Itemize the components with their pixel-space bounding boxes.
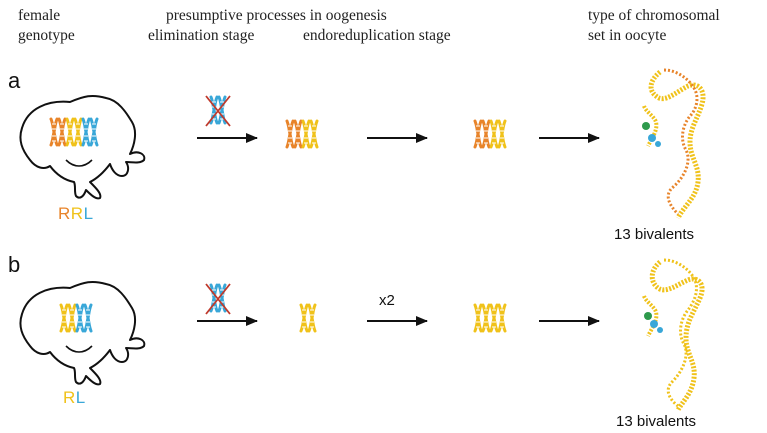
row-b-bivalent-green-mark: [644, 312, 652, 320]
row-a-bivalents-label: 13 bivalents: [614, 226, 695, 243]
processes-header: presumptive processes in oogenesis: [166, 7, 387, 24]
row-b-bivalent-blue-mark-2: [657, 327, 663, 333]
row-b-genotype-letter-2: L: [75, 388, 86, 407]
oocyte-set-header-line2: set in oocyte: [588, 27, 667, 44]
row-b-genotype-letter-1: R: [63, 388, 76, 407]
row-a-bivalent-green-mark: [642, 122, 650, 130]
row-b-lampbrush-bivalents: [642, 258, 705, 412]
elimination-stage-header: elimination stage: [148, 27, 255, 44]
row-b-post-endoreduplication-chromosomes: [473, 303, 507, 333]
row-a-bivalent-blue-mark: [648, 134, 656, 142]
row-a-genotype-letter-1: R: [58, 204, 71, 223]
row-a-frog-outline: [19, 94, 146, 200]
row-b-label: b: [8, 252, 21, 277]
row-a-label: a: [8, 68, 21, 93]
female-genotype-header-line2: genotype: [18, 27, 75, 44]
row-a-eliminated-chromosome: [205, 95, 231, 127]
female-genotype-header-line1: female: [18, 7, 61, 24]
row-a-bivalent-blue-mark-2: [655, 141, 661, 147]
female-genotype-header: female genotype: [18, 6, 75, 46]
row-a-genotype: RRL: [58, 204, 94, 224]
row-a-lampbrush-bivalents: [642, 68, 706, 220]
row-b-bivalent-blue-mark: [650, 320, 658, 328]
endoreduplication-stage-header: endoreduplication stage: [303, 27, 451, 44]
row-a-genotype-letter-3: L: [83, 204, 94, 223]
row-a-cross-line-2: [205, 95, 231, 127]
row-b-bivalents-label: 13 bivalents: [616, 413, 697, 430]
oocyte-set-header-line1: type of chromosomal: [588, 7, 720, 24]
row-a-genotype-letter-2: R: [70, 204, 84, 223]
row-b-cross-line-2: [205, 283, 231, 315]
row-b-genotype: RL: [63, 388, 86, 408]
row-a-post-endoreduplication-chromosomes: [473, 119, 507, 149]
row-a-bivalent-loop-1: [648, 70, 706, 220]
row-b-bivalent-loop-1: [649, 260, 705, 412]
oocyte-set-header: type of chromosomal set in oocyte: [588, 6, 720, 46]
row-b-frog-chromosomes: [59, 303, 93, 333]
row-a-bivalent-loop-2: [663, 68, 699, 216]
row-b-frog-outline: [19, 280, 146, 386]
row-a-frog-chromosomes: [49, 117, 99, 147]
row-b-post-elimination-chromosomes: [299, 303, 317, 333]
row-b-eliminated-chromosome: [205, 283, 231, 315]
row-b-multiplier: x2: [379, 292, 395, 309]
row-a-post-elimination-chromosomes: [285, 119, 319, 149]
row-b-frog-leg-line: [65, 345, 93, 353]
row-b-bivalent-loop-2: [663, 258, 698, 408]
row-a-frog-leg-line: [65, 159, 93, 167]
